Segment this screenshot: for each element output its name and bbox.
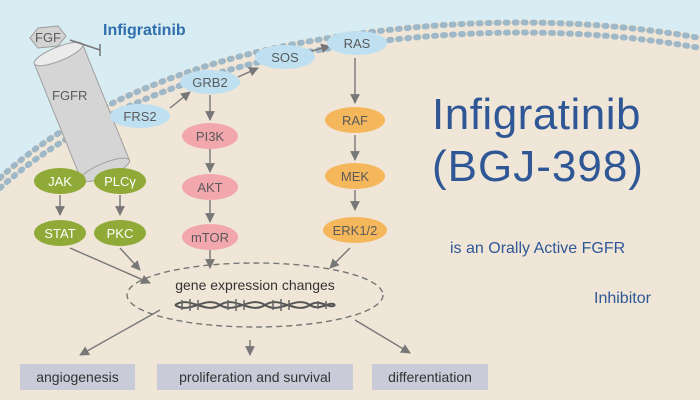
node-raf: RAF	[325, 107, 385, 133]
akt-label: AKT	[197, 180, 222, 195]
nucleus-region	[126, 262, 384, 328]
node-grb2: GRB2	[180, 70, 240, 94]
node-pi3k: PI3K	[182, 123, 238, 149]
jak-label: JAK	[48, 174, 72, 189]
pkc-label: PKC	[107, 226, 134, 241]
extracellular-space	[0, 0, 700, 175]
title-line-1: Infigratinib	[432, 90, 642, 139]
pathway-arrows	[55, 43, 411, 356]
node-pkc: PKC	[94, 220, 146, 246]
node-sos: SOS	[255, 45, 315, 69]
title-line-2: (BGJ-398)	[432, 142, 644, 191]
mek-label: MEK	[341, 169, 370, 184]
plcg-label: PLCγ	[104, 174, 136, 189]
fgf-ligand: FGF	[29, 25, 67, 49]
node-ras: RAS	[327, 31, 387, 55]
erk-label: ERK1/2	[333, 223, 378, 238]
subtitle-line-2: Inhibitor	[594, 290, 651, 307]
subtitle-line-1: is an Orally Active FGFR	[450, 240, 626, 257]
raf-label: RAF	[342, 113, 368, 128]
inhibition-line	[69, 39, 101, 51]
ras-label: RAS	[344, 36, 371, 51]
fgf-label: FGF	[35, 30, 61, 45]
node-erk: ERK1/2	[323, 217, 387, 243]
pi3k-label: PI3K	[196, 129, 225, 144]
node-akt: AKT	[182, 174, 238, 200]
grb2-label: GRB2	[192, 75, 227, 90]
drug-label: Infigratinib	[103, 22, 186, 39]
node-mtor: mTOR	[182, 224, 238, 250]
node-jak: JAK	[34, 168, 86, 194]
fgfr-receptor	[33, 41, 131, 183]
outcome-angiogenesis: angiogenesis	[20, 364, 135, 390]
mtor-label: mTOR	[191, 230, 229, 245]
frs2-label: FRS2	[123, 109, 156, 124]
dna-helix-icon	[174, 299, 336, 311]
fgfr-label: FGFR	[52, 88, 87, 103]
node-stat: STAT	[34, 220, 86, 246]
gene-expression-label: gene expression changes	[175, 277, 335, 293]
node-mek: MEK	[325, 163, 385, 189]
node-plcg: PLCγ	[94, 168, 146, 194]
outcome-proliferation: proliferation and survival	[157, 364, 353, 390]
outcome-differentiation: differentiation	[372, 364, 488, 390]
stat-label: STAT	[44, 226, 75, 241]
sos-label: SOS	[271, 50, 299, 65]
node-frs2: FRS2	[110, 104, 170, 128]
